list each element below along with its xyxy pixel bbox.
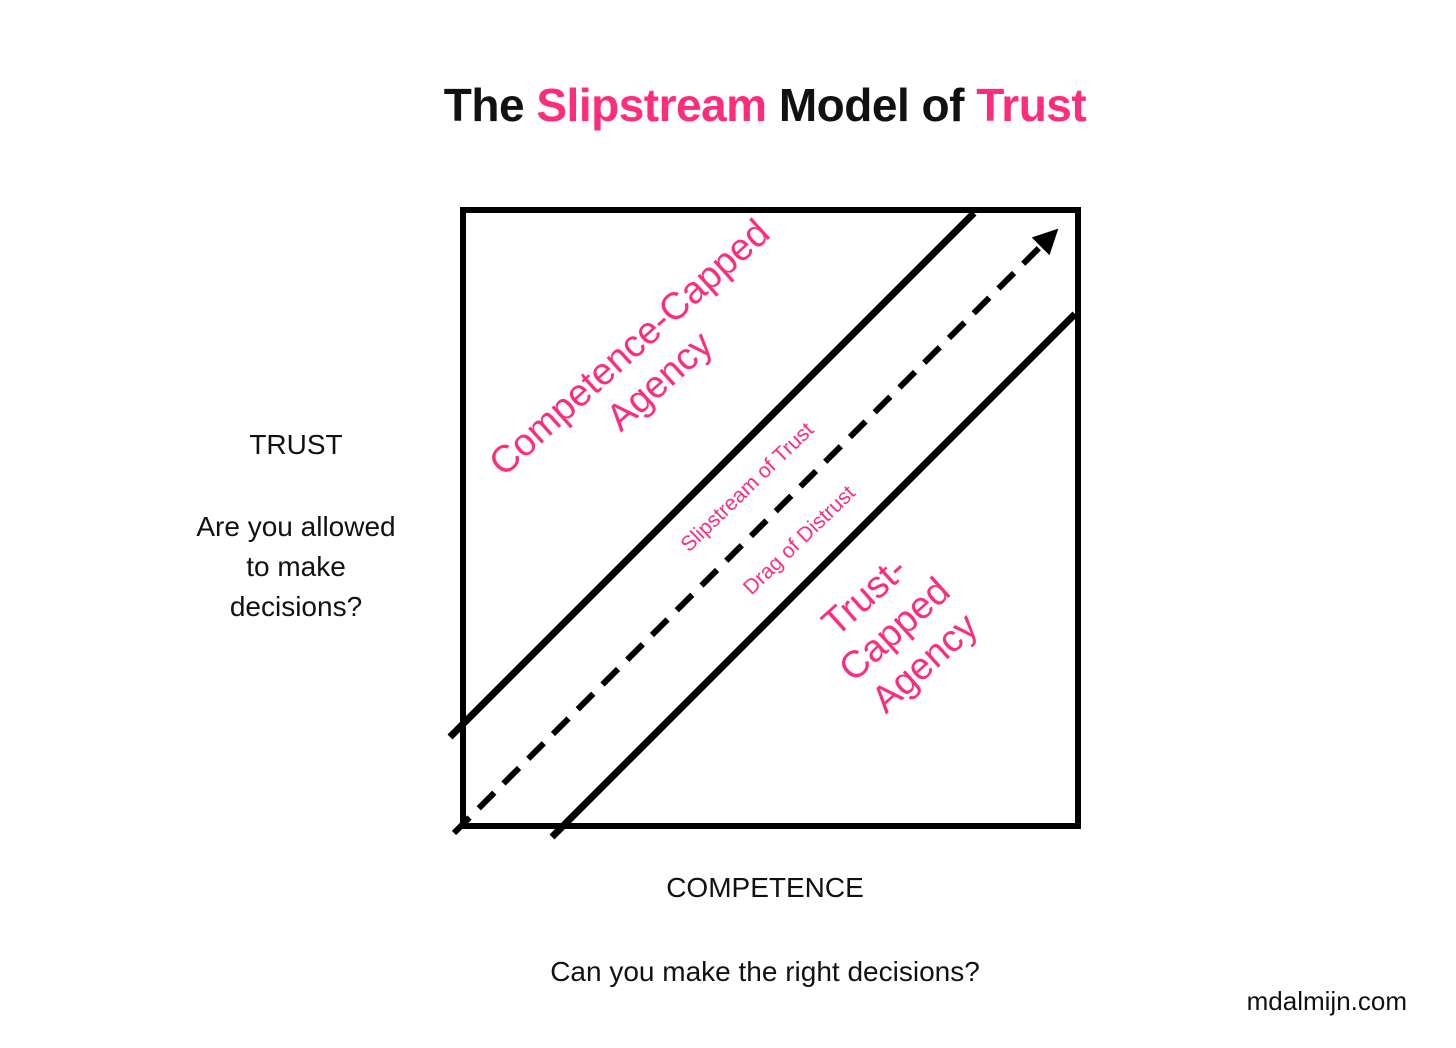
matrix-box-border: [460, 207, 1081, 829]
upper-diagonal-line: [447, 210, 977, 740]
y-axis-question: Are you allowed to make decisions?: [196, 511, 396, 622]
lower-diagonal-line: [549, 311, 1078, 840]
title-part: The: [443, 79, 537, 131]
title-part-accent: Trust: [976, 79, 1087, 131]
title-part-accent: Slipstream: [536, 79, 767, 131]
y-axis-caption: TRUST Are you allowed to make decisions?: [146, 425, 446, 627]
trust-competence-matrix: Competence-Capped Agency Trust-Capped Ag…: [447, 207, 1081, 840]
slipstream-dashed-arrow: [451, 228, 1059, 836]
x-axis-name: COMPETENCE: [666, 872, 864, 903]
matrix-lines-svg: [447, 207, 1081, 840]
title-part: Model of: [766, 79, 977, 131]
x-axis-question: Can you make the right decisions?: [550, 956, 980, 987]
page-title: The Slipstream Model of Trust: [443, 78, 1087, 132]
x-axis-caption: COMPETENCE Can you make the right decisi…: [465, 872, 1065, 987]
website-watermark: mdalmijn.com: [1246, 986, 1407, 1016]
y-axis-name: TRUST: [249, 429, 343, 460]
